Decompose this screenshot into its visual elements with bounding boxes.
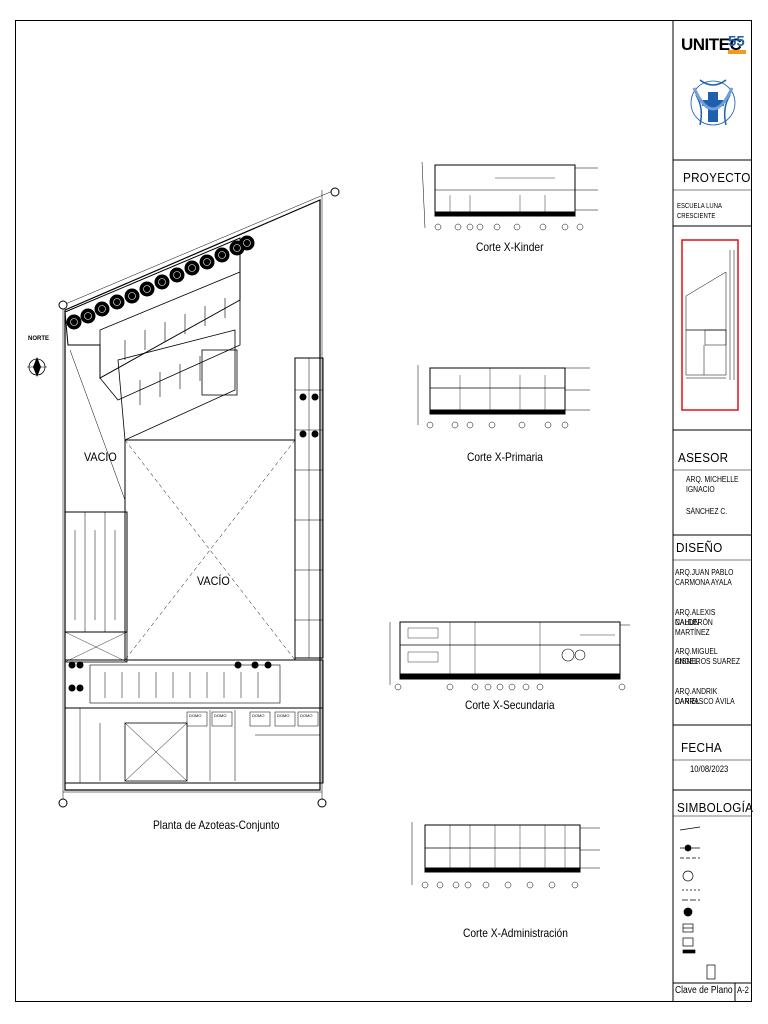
asesor-line: SÁNCHEZ C. xyxy=(686,507,728,516)
unitec-logo: UNITEC 55 xyxy=(681,33,746,126)
designer-line: CISNEROS SUAREZ xyxy=(675,657,740,666)
designer-line: ARQ.JUAN PABLO xyxy=(675,568,734,577)
designer-line: ARQ.MIGUEL ANGEL xyxy=(675,647,718,666)
north-arrow-icon xyxy=(27,357,47,377)
roof-plan xyxy=(58,187,340,808)
date-value: 10/08/2023 xyxy=(690,764,729,774)
clave-label: Clave de Plano xyxy=(675,985,733,996)
section-title-administracion: Corte X-Administración xyxy=(463,926,568,940)
void-label-left: VACIO xyxy=(84,450,117,464)
simbologia-heading: SIMBOLOGÍA xyxy=(677,800,754,815)
domo-label: DOMO xyxy=(214,713,227,718)
void-label-center: VACÍO xyxy=(197,574,230,588)
domo-label: DOMO xyxy=(189,713,202,718)
title-block-lines xyxy=(672,20,752,1002)
section-kinder xyxy=(421,161,598,231)
domo-label: DOMO xyxy=(252,713,265,718)
designer-line: ARQ.ALEXIS NAHUN xyxy=(675,608,716,627)
proyecto-heading: PROYECTO xyxy=(683,170,751,185)
svg-text:55: 55 xyxy=(728,33,745,50)
sheet-number: A-2 xyxy=(737,985,749,995)
svg-text:UNITEC: UNITEC xyxy=(681,35,742,54)
diseno-heading: DISEÑO xyxy=(676,540,723,555)
designer-line: CALDERÓN MARTÍNEZ xyxy=(675,618,713,637)
simbologia-symbols xyxy=(679,826,716,980)
title-block: PROYECTO ESCUELA LUNA CRESCIENTE ASESOR … xyxy=(673,20,754,1002)
domo-label: DOMO xyxy=(277,713,290,718)
designer-line: ARQ.ANDRIK DANIEL xyxy=(675,687,718,706)
designer-line: CARMONA AYALA xyxy=(675,578,732,587)
section-title-kinder: Corte X-Kinder xyxy=(476,240,544,254)
asesor-heading: ASESOR xyxy=(678,450,729,465)
section-primaria xyxy=(417,365,590,429)
drawing-sheet-border xyxy=(15,20,752,1002)
asesor-line: IGNACIO xyxy=(686,485,715,494)
section-secundaria xyxy=(389,621,630,691)
section-administracion xyxy=(411,822,600,889)
roof-plan-title: Planta de Azoteas-Conjunto xyxy=(153,818,280,832)
fecha-heading: FECHA xyxy=(681,740,723,755)
location-map xyxy=(681,239,739,411)
designer-line: CARRASCO ÁVILA xyxy=(675,697,735,706)
section-title-secundaria: Corte X-Secundaria xyxy=(465,698,555,712)
asesor-line: ARQ. MICHELLE xyxy=(686,475,739,484)
project-name: ESCUELA LUNA CRESCIENTE xyxy=(677,203,722,220)
domo-label: DOMO xyxy=(300,713,313,718)
north-label: NORTE xyxy=(28,336,49,342)
section-title-primaria: Corte X-Primaria xyxy=(467,450,543,464)
